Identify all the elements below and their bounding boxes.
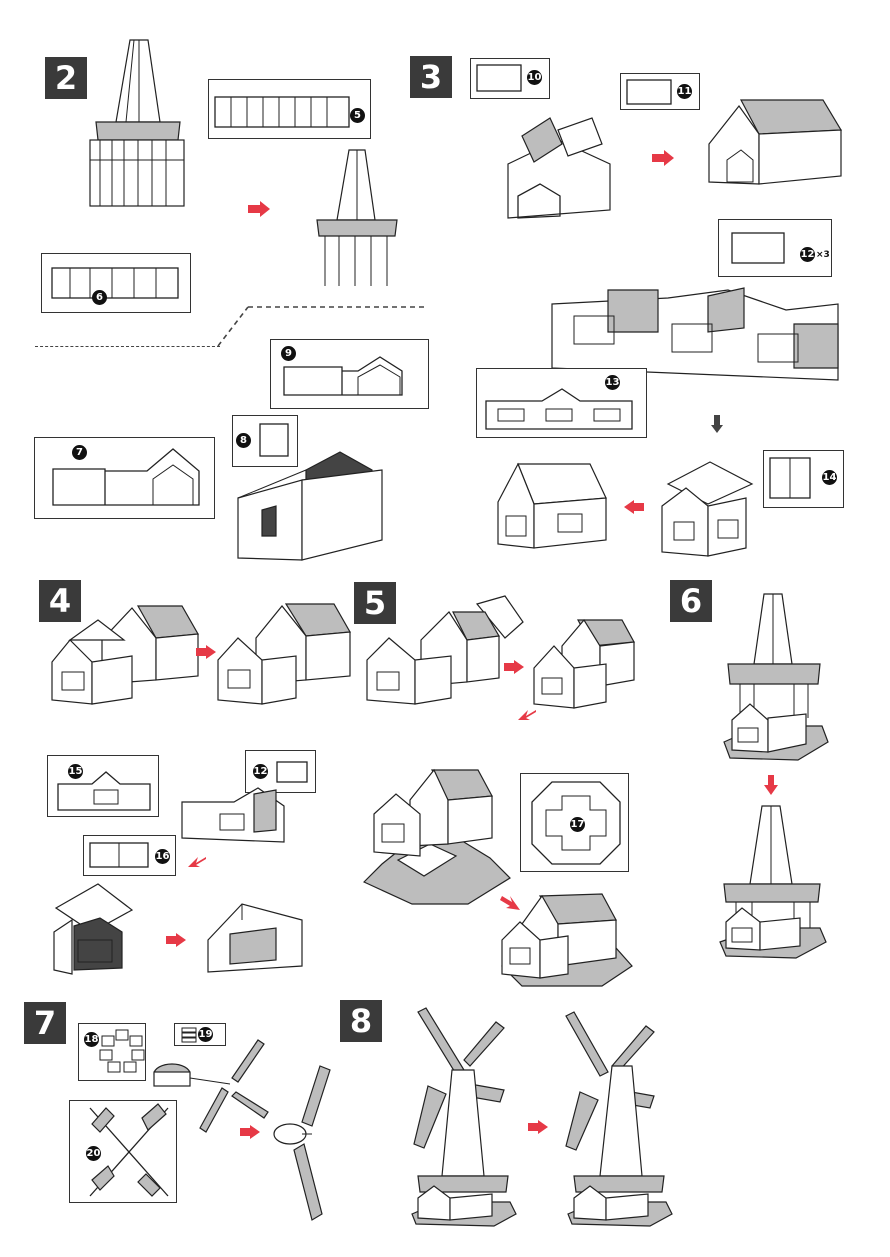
step-number-5: 5	[354, 582, 396, 624]
part-number-5: 5	[350, 108, 365, 123]
part-number-20: 20	[86, 1146, 101, 1161]
part-number-14: 14	[822, 470, 837, 485]
part-number-13: 13	[605, 375, 620, 390]
step-number-7: 7	[24, 1002, 66, 1044]
houses-join-three	[366, 595, 524, 705]
step3-arrow-1	[652, 150, 674, 166]
roof-panel-part-11	[626, 79, 672, 105]
part-16-panel	[83, 835, 176, 876]
section-divider-diagonal	[217, 306, 428, 347]
part-number-17: 17	[570, 817, 585, 832]
step7-arrow	[240, 1125, 260, 1139]
house-with-roof-14	[661, 461, 754, 557]
cap-ring-part-18	[99, 1029, 145, 1073]
quantity-multiplier: ×3	[816, 250, 830, 260]
step-number-3: 3	[410, 56, 452, 98]
part-number-7: 7	[72, 445, 87, 460]
house-assembled-roof	[708, 99, 843, 185]
house-roof-install	[507, 117, 611, 219]
step-number-2: 2	[45, 57, 87, 99]
panel-part-12	[731, 232, 785, 264]
windmill-tower-assembled	[316, 149, 398, 286]
roof-panel-part-14	[769, 457, 811, 499]
windmill-final-assembled	[565, 1011, 673, 1227]
part-number-12b: 12	[253, 764, 268, 779]
small-wall-roof	[53, 883, 134, 975]
windmill-tower-on-houses	[723, 593, 829, 761]
small-house-complete	[497, 462, 607, 549]
wall-panel-part-7	[52, 448, 200, 506]
step3-down-arrow	[711, 415, 723, 433]
step2-arrow	[248, 201, 270, 217]
wall-assembly-15	[181, 787, 285, 843]
step3-arrow-2	[624, 500, 644, 514]
sail-cross-part-20	[89, 1103, 169, 1197]
part-number-18: 18	[84, 1032, 99, 1047]
part-5-panel	[208, 79, 371, 139]
part-number-6: 6	[92, 290, 107, 305]
panel-part-12b	[276, 761, 308, 783]
wall-panel-part-9	[283, 356, 403, 396]
part-number-16: 16	[155, 849, 170, 864]
houses-join-after	[217, 603, 351, 705]
roof-panel-part-16	[89, 842, 149, 868]
houses-three-assembled	[533, 618, 635, 709]
houses-on-base	[362, 768, 511, 905]
part-number-15: 15	[68, 764, 83, 779]
part-number-9: 9	[281, 346, 296, 361]
wall-panel-part-13	[485, 388, 633, 430]
part-17-panel	[520, 773, 629, 872]
wall-panel-part-8	[259, 423, 289, 457]
step4-arrow-3	[166, 933, 186, 947]
cap-part-19	[181, 1027, 197, 1043]
step5-arrow-1	[504, 660, 524, 674]
part-15-panel	[47, 755, 159, 817]
step5-arrow-2	[518, 710, 536, 720]
part-number-10: 10	[527, 70, 542, 85]
wall-panel-part-15	[57, 771, 151, 811]
houses-join-before	[51, 605, 199, 705]
long-wall-assembly	[551, 287, 839, 381]
step6-down-arrow	[764, 775, 778, 795]
step-number-8: 8	[340, 1000, 382, 1042]
roof-panel-part-10	[476, 64, 522, 92]
houses-on-base-complete	[501, 893, 633, 987]
part-number-19: 19	[198, 1027, 213, 1042]
small-wall-complete	[207, 903, 303, 973]
part-6-panel	[41, 253, 191, 313]
step-number-4: 4	[39, 580, 81, 622]
step4-arrow-2	[188, 857, 206, 867]
sails-on-cap-complete	[273, 1065, 331, 1221]
step4-arrow-1	[196, 645, 216, 659]
windmill-complete-on-base	[719, 805, 827, 959]
ladder-frame-part-6	[51, 267, 179, 299]
base-panel-part-17	[531, 781, 621, 865]
step-number-6: 6	[670, 580, 712, 622]
step5-arrow-3	[500, 896, 520, 910]
house-frame-assembly-a	[237, 451, 383, 561]
windmill-with-sails-before	[411, 1007, 517, 1227]
step8-arrow	[528, 1120, 548, 1134]
cap-with-sails-assembly	[153, 1039, 269, 1133]
part-number-11: 11	[677, 84, 692, 99]
part-12-panel	[718, 219, 832, 277]
part-number-8: 8	[236, 433, 251, 448]
ladder-frame-part-5	[214, 96, 350, 128]
part-number-12: 12	[800, 247, 815, 262]
section-divider	[35, 346, 220, 347]
windmill-tower-with-railing	[89, 39, 185, 207]
